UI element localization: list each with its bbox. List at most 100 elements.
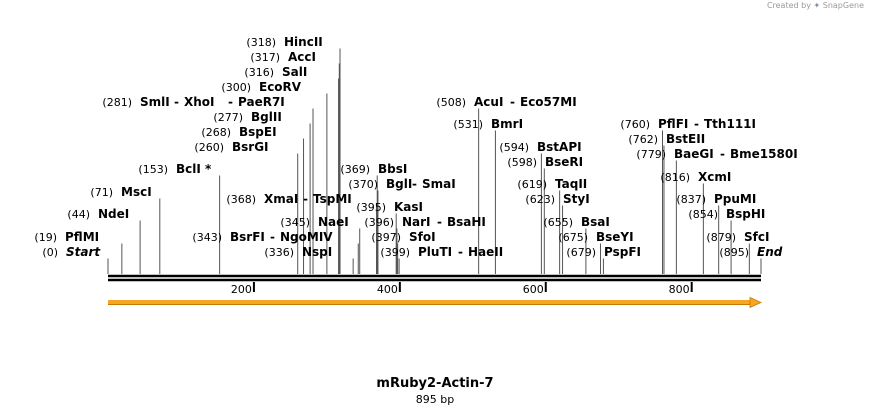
enzyme-name[interactable]: BstEII (666, 132, 705, 146)
enzyme-name[interactable]: StyI (563, 192, 590, 206)
site-sfci[interactable]: (879)SfcI (706, 230, 769, 244)
enzyme-name[interactable]: PspFI (604, 245, 641, 259)
site-nspi[interactable]: (336) NspI (264, 245, 332, 259)
site-acci[interactable]: (317)AccI (250, 50, 316, 64)
enzyme-name[interactable]: NaeI (318, 215, 349, 229)
isoschizomer-name[interactable]: TspMI (313, 192, 352, 206)
site-pluti[interactable]: (399)PluTI-HaeII (380, 245, 503, 259)
isoschizomer-name[interactable]: SmaI (422, 177, 456, 191)
site-xcmi[interactable]: (816)XcmI (660, 170, 731, 184)
site-taqii[interactable]: (619)TaqII (517, 177, 587, 191)
site-bsrgi[interactable]: (260)BsrGI (194, 140, 268, 154)
site-pflmi[interactable]: (19)PflMI (34, 230, 99, 244)
site-hincii[interactable]: (318)HincII (246, 35, 322, 49)
enzyme-name[interactable]: BmrI (491, 117, 523, 131)
enzyme-name[interactable]: PpuMI (714, 192, 756, 206)
enzyme-name[interactable]: NspI (302, 245, 332, 259)
isoschizomer-name[interactable]: BsaHI (447, 215, 486, 229)
site-position: (336) (264, 246, 294, 259)
site-labels: (0) Start(19)PflMI (44) NdeI (71)MscI (153)Bc… (34, 35, 797, 259)
enzyme-name[interactable]: BspEI (239, 125, 277, 139)
enzyme-name[interactable]: Start (66, 245, 101, 259)
site-sali[interactable]: (316) SalI (244, 65, 307, 79)
site-end[interactable]: (895)End (719, 245, 782, 259)
site-pspfi[interactable]: (679)PspFI (566, 245, 641, 259)
enzyme-name[interactable]: End (757, 245, 783, 259)
site-position: (0) (42, 246, 58, 259)
enzyme-name[interactable]: BseYI (596, 230, 634, 244)
site-bglii[interactable]: (277)BglII (213, 110, 281, 124)
site-bsphi[interactable]: (854)BspHI (688, 207, 765, 221)
isoschizomer-name[interactable]: PaeR7I (238, 95, 285, 109)
site-smli[interactable]: (281)SmlI-XhoI-PaeR7I (102, 95, 284, 109)
isoschizomer-name[interactable]: XhoI (184, 95, 215, 109)
enzyme-name[interactable]: TaqII (555, 177, 587, 191)
site-ecorv[interactable]: (300)EcoRV (221, 80, 301, 94)
site-kasi[interactable]: (395)KasI (356, 200, 423, 214)
enzyme-name[interactable]: MscI (121, 185, 152, 199)
enzyme-name[interactable]: XmaI (264, 192, 298, 206)
site-ppumi[interactable]: (837)PpuMI (676, 192, 756, 206)
isoschizomer-separator: - (412, 177, 417, 191)
site-naei[interactable]: (345)NaeI (280, 215, 348, 229)
enzyme-name[interactable]: BspHI (726, 207, 765, 221)
site-nari[interactable]: (396)NarI-BsaHI (364, 215, 486, 229)
enzyme-name[interactable]: BclI * (176, 162, 212, 176)
site-bspei[interactable]: (268)BspEI (201, 125, 276, 139)
isoschizomer-name[interactable]: Eco57MI (520, 95, 577, 109)
site-start[interactable]: (0) Start (42, 245, 101, 259)
site-styi[interactable]: (623)StyI (525, 192, 589, 206)
site-bsai[interactable]: (655)BsaI (543, 215, 609, 229)
isoschizomer-name[interactable]: NgoMIV (280, 230, 333, 244)
site-pflfi[interactable]: (760)PflFI-Tth111I (620, 117, 756, 131)
enzyme-name[interactable]: BbsI (378, 162, 407, 176)
enzyme-name[interactable]: SalI (282, 65, 307, 79)
site-ndei[interactable]: (44) NdeI (67, 207, 129, 221)
site-msci[interactable]: (71)MscI (90, 185, 151, 199)
site-bseyi[interactable]: (675)BseYI (558, 230, 633, 244)
enzyme-name[interactable]: BseRI (545, 155, 583, 169)
enzyme-name[interactable]: SmlI (140, 95, 170, 109)
isoschizomer-name[interactable]: HaeII (468, 245, 503, 259)
enzyme-name[interactable]: SfcI (744, 230, 769, 244)
site-position: (760) (620, 118, 650, 131)
enzyme-name[interactable]: PflMI (65, 230, 99, 244)
enzyme-name[interactable]: BstAPI (537, 140, 582, 154)
site-bbsi[interactable]: (369)BbsI (340, 162, 407, 176)
enzyme-name[interactable]: BsaI (581, 215, 610, 229)
enzyme-name[interactable]: NarI (402, 215, 431, 229)
site-xmai[interactable]: (368)XmaI-TspMI (226, 192, 351, 206)
site-position: (44) (67, 208, 90, 221)
enzyme-name[interactable]: BsrFI (230, 230, 265, 244)
enzyme-name[interactable]: PflFI (658, 117, 688, 131)
site-bstapi[interactable]: (594) BstAPI (499, 140, 581, 154)
isoschizomer-name[interactable]: Tth111I (704, 117, 756, 131)
site-bgli[interactable]: (370)BglI-SmaI (348, 177, 455, 191)
enzyme-name[interactable]: SfoI (409, 230, 436, 244)
enzyme-name[interactable]: XcmI (698, 170, 731, 184)
site-baegi[interactable]: (779)BaeGI-Bme1580I (636, 147, 797, 161)
enzyme-name[interactable]: BglII (251, 110, 282, 124)
enzyme-name[interactable]: AcuI (474, 95, 503, 109)
enzyme-name[interactable]: NdeI (98, 207, 129, 221)
site-position: (594) (499, 141, 529, 154)
enzyme-name[interactable]: KasI (394, 200, 423, 214)
isoschizomer-separator: - (270, 230, 275, 244)
enzyme-name[interactable]: BglI (386, 177, 412, 191)
isoschizomer-name[interactable]: Bme1580I (730, 147, 798, 161)
enzyme-name[interactable]: BaeGI (674, 147, 714, 161)
site-sfoi[interactable]: (397)SfoI (371, 230, 435, 244)
site-bsteii[interactable]: (762)BstEII (628, 132, 705, 146)
enzyme-name[interactable]: AccI (288, 50, 316, 64)
site-acui[interactable]: (508)AcuI-Eco57MI (436, 95, 576, 109)
enzyme-name[interactable]: PluTI (418, 245, 452, 259)
enzyme-name[interactable]: EcoRV (259, 80, 302, 94)
site-bcli-[interactable]: (153)BclI * (138, 162, 212, 176)
site-bseri[interactable]: (598)BseRI (507, 155, 583, 169)
site-position: (316) (244, 66, 274, 79)
site-bmri[interactable]: (531)BmrI (453, 117, 523, 131)
site-bsrfi[interactable]: (343)BsrFI-NgoMIV (192, 230, 333, 244)
enzyme-name[interactable]: HincII (284, 35, 323, 49)
enzyme-name[interactable]: BsrGI (232, 140, 269, 154)
site-position: (368) (226, 193, 256, 206)
